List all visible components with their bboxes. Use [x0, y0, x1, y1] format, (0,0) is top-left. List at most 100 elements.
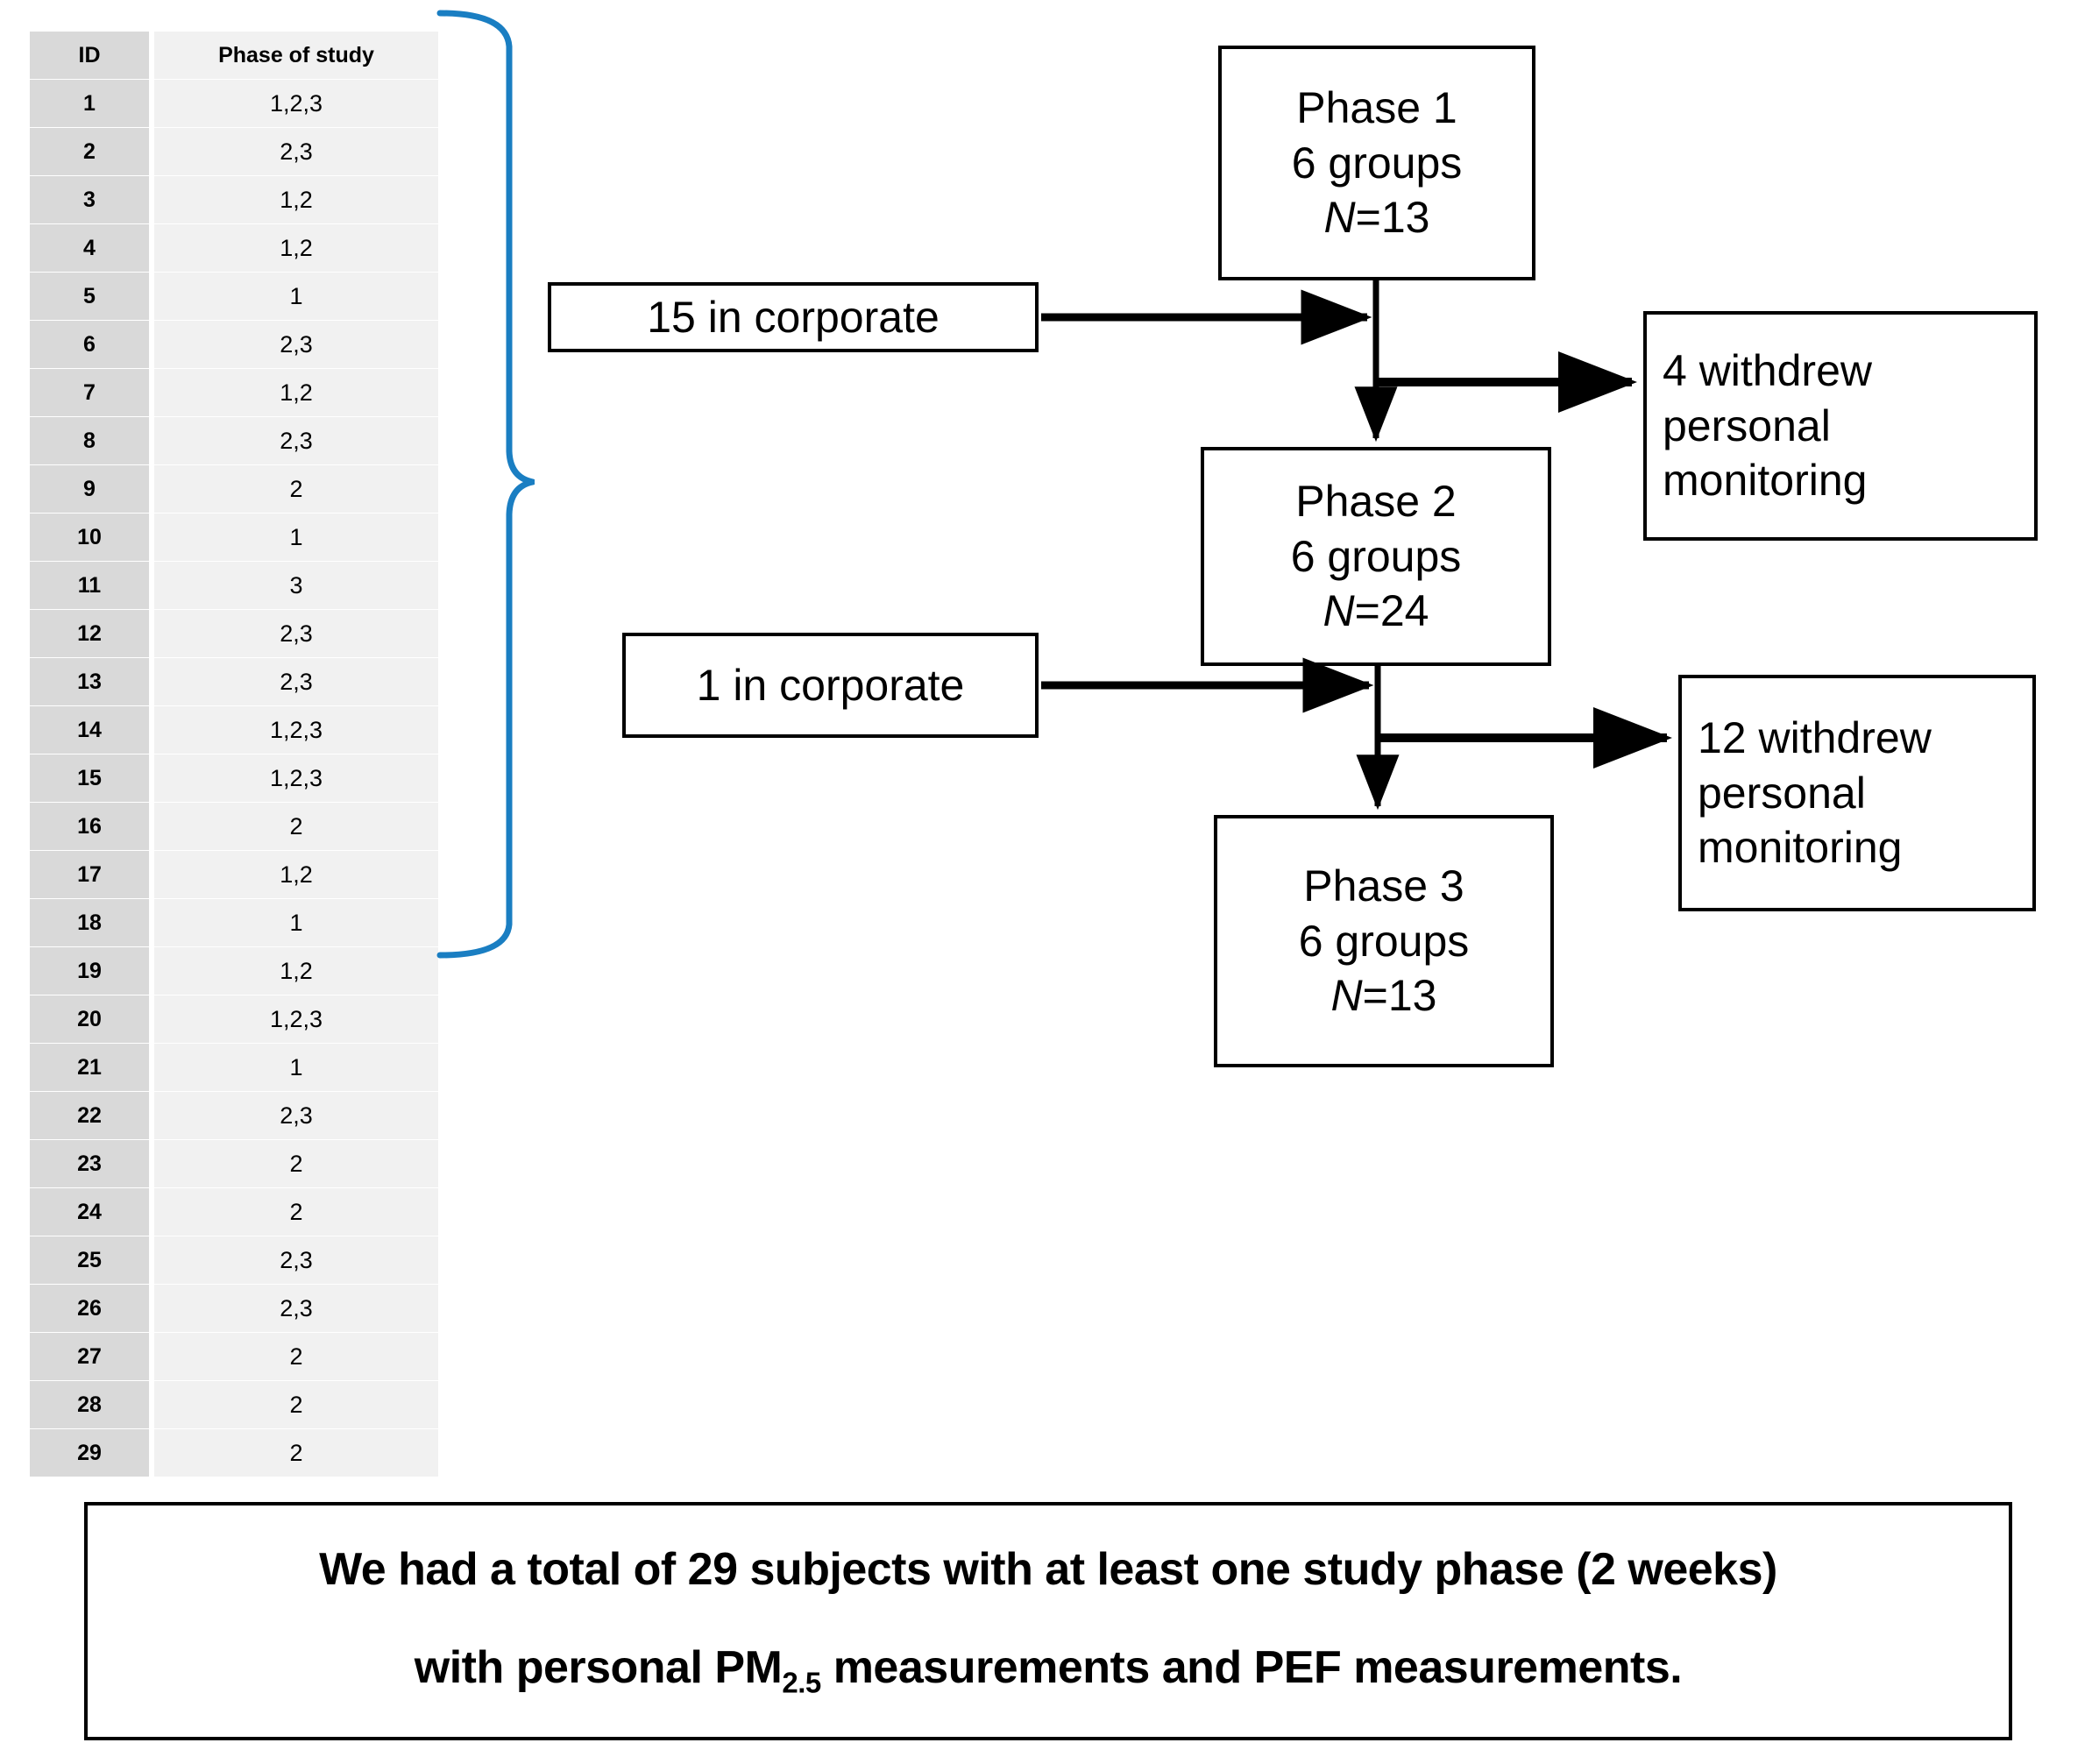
cell-phase: 1,2: [154, 369, 438, 416]
phase2-box: Phase 2 6 groups N=24: [1201, 447, 1551, 666]
cell-id: 25: [30, 1236, 149, 1284]
phase3-n: N=13: [1331, 968, 1437, 1024]
cell-id: 3: [30, 176, 149, 223]
cell-phase: 3: [154, 562, 438, 609]
withdrew-12-box: 12 withdrew personal monitoring: [1678, 675, 2036, 911]
cell-phase: 2,3: [154, 417, 438, 464]
cell-phase: 1,2: [154, 851, 438, 898]
caption-pm-subscript: 2.5: [782, 1666, 821, 1699]
cell-phase: 2: [154, 1381, 438, 1428]
cell-phase: 2: [154, 1140, 438, 1187]
cell-id: 1: [30, 80, 149, 127]
withdrew-12-line2: personal: [1698, 768, 1866, 818]
cell-phase: 1,2,3: [154, 706, 438, 754]
cell-id: 29: [30, 1429, 149, 1477]
withdrew-4-line3: monitoring: [1663, 456, 1868, 506]
cell-phase: 1: [154, 1044, 438, 1091]
column-header-id: ID: [30, 32, 149, 79]
cell-id: 7: [30, 369, 149, 416]
withdrew-12-line3: monitoring: [1698, 823, 1903, 873]
cell-id: 19: [30, 947, 149, 995]
cell-id: 15: [30, 754, 149, 802]
cell-id: 12: [30, 610, 149, 657]
cell-phase: 1,2,3: [154, 754, 438, 802]
withdrew-4-line2: personal: [1663, 400, 1831, 450]
cell-id: 27: [30, 1333, 149, 1380]
cell-id: 21: [30, 1044, 149, 1091]
cell-phase: 2,3: [154, 321, 438, 368]
blue-brace: [436, 10, 535, 959]
cell-id: 14: [30, 706, 149, 754]
summary-caption-box: We had a total of 29 subjects with at le…: [84, 1502, 2012, 1740]
cell-id: 22: [30, 1092, 149, 1139]
cell-phase: 1: [154, 273, 438, 320]
caption-line2-post: measurements and PEF measurements.: [820, 1641, 1683, 1693]
cell-phase: 2: [154, 1429, 438, 1477]
cell-id: 23: [30, 1140, 149, 1187]
cell-id: 4: [30, 224, 149, 272]
caption-line-1: We had a total of 29 subjects with at le…: [319, 1543, 1777, 1595]
cell-id: 26: [30, 1285, 149, 1332]
phase2-groups: 6 groups: [1290, 531, 1462, 581]
cell-id: 6: [30, 321, 149, 368]
phase2-title: Phase 2: [1295, 477, 1457, 527]
cell-phase: 2,3: [154, 1236, 438, 1284]
phase3-groups: 6 groups: [1298, 916, 1470, 966]
phase1-n-symbol: N: [1323, 193, 1356, 243]
cell-id: 13: [30, 658, 149, 705]
cell-id: 28: [30, 1381, 149, 1428]
withdrew-4-box: 4 withdrew personal monitoring: [1643, 311, 2038, 541]
phase2-n-symbol: N: [1323, 586, 1355, 636]
cell-phase: 2: [154, 803, 438, 850]
cell-id: 8: [30, 417, 149, 464]
caption-line2-pre: with personal PM: [414, 1641, 783, 1693]
cell-id: 10: [30, 514, 149, 561]
corporate-1-box: 1 in corporate: [622, 633, 1039, 738]
phase2-n: N=24: [1323, 584, 1429, 639]
withdrew-4-line1: 4 withdrew: [1663, 346, 1872, 396]
cell-phase: 2,3: [154, 128, 438, 175]
cell-phase: 2: [154, 1188, 438, 1236]
cell-phase: 2: [154, 465, 438, 513]
table-header-row: ID Phase of study: [30, 32, 438, 79]
cell-id: 5: [30, 273, 149, 320]
cell-phase: 2,3: [154, 610, 438, 657]
phase3-n-value: =13: [1362, 971, 1437, 1021]
cell-id: 9: [30, 465, 149, 513]
cell-phase: 2,3: [154, 658, 438, 705]
cell-phase: 1,2: [154, 176, 438, 223]
cell-phase: 2,3: [154, 1092, 438, 1139]
phase3-n-symbol: N: [1330, 971, 1363, 1021]
cell-id: 17: [30, 851, 149, 898]
cell-phase: 1,2: [154, 947, 438, 995]
phase1-groups: 6 groups: [1291, 138, 1463, 188]
phase1-title: Phase 1: [1296, 83, 1457, 133]
